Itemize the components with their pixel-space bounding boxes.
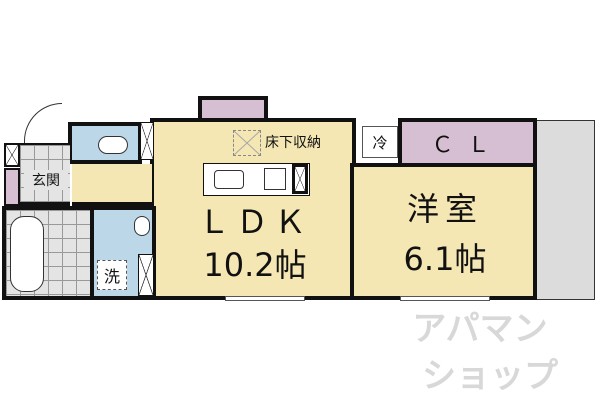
- ldk-window: [225, 296, 305, 301]
- ldk-size: 10.2帖: [203, 246, 307, 284]
- kitchen-counter: [203, 163, 310, 196]
- toilet-room: [68, 122, 142, 164]
- stove-icon: [264, 168, 286, 190]
- bathtub-icon: [10, 216, 44, 292]
- fridge-space: 冷: [362, 126, 398, 158]
- western-room-window: [400, 296, 490, 301]
- toilet-storage: [140, 122, 154, 160]
- ldk-label: ＬＤＫ: [197, 203, 312, 241]
- toilet-icon: [98, 136, 128, 154]
- western-room-label: 洋室: [406, 190, 483, 228]
- hallway: [72, 164, 152, 206]
- western-room-size: 6.1帖: [403, 240, 487, 278]
- closet: ＣＬ: [398, 118, 537, 167]
- kitchen-storage: [292, 164, 308, 194]
- entrance-storage: [4, 168, 20, 206]
- washer-space: 洗: [97, 260, 127, 290]
- balcony: [533, 120, 595, 300]
- sink-icon: [214, 170, 244, 189]
- underfloor-storage-hatch: [233, 130, 261, 156]
- watermark-line1: アパマン: [412, 308, 548, 349]
- underfloor-storage-label: 床下収納: [265, 135, 321, 151]
- watermark-line2: ショップ: [422, 355, 558, 396]
- washbasin-icon: [134, 216, 150, 236]
- washroom-storage: [138, 254, 154, 296]
- entrance-label: 玄関: [24, 170, 68, 190]
- bathroom: [2, 206, 94, 300]
- shoe-storage: [4, 143, 20, 167]
- entrance-door[interactable]: [24, 103, 62, 143]
